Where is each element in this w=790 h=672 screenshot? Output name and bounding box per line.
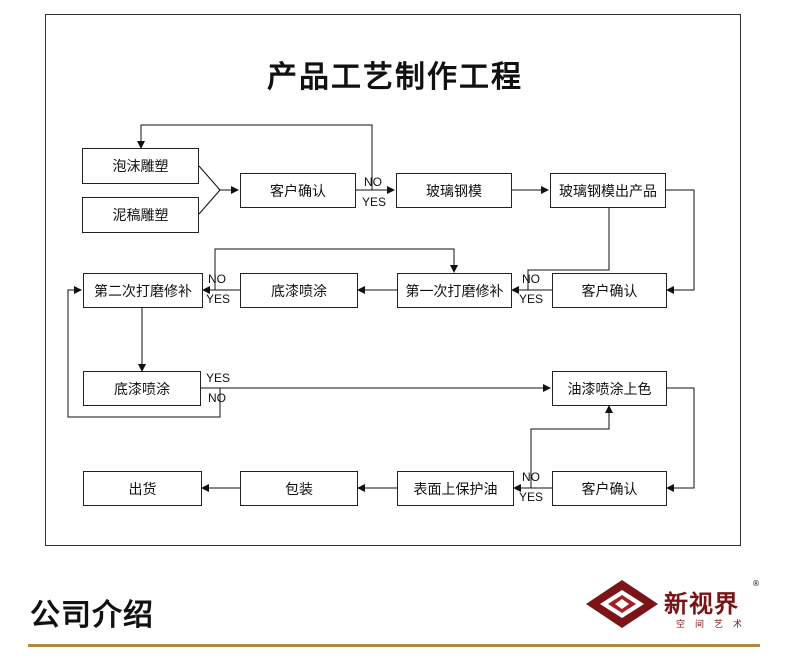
node-frp-mold: 玻璃钢模 xyxy=(396,173,512,208)
label-yes-confirm2: YES xyxy=(519,292,544,306)
label-no-primer2: NO xyxy=(208,391,226,405)
edge-sand2-no xyxy=(214,248,458,290)
node-paint-coloring: 油漆喷涂上色 xyxy=(552,371,667,406)
node-foam-sculpture: 泡沫雕塑 xyxy=(82,148,199,184)
node-shipping: 出货 xyxy=(83,471,202,506)
diagram-frame xyxy=(45,14,741,546)
node-primer-spray-1: 底漆喷涂 xyxy=(240,273,358,308)
node-first-sanding: 第一次打磨修补 xyxy=(397,273,512,308)
edge-product-confirm2 xyxy=(666,189,695,294)
node-client-confirm-3: 客户确认 xyxy=(552,471,667,506)
edge-primer2-no xyxy=(67,286,221,418)
logo-emblem-icon xyxy=(586,580,658,628)
label-no-confirm1: NO xyxy=(364,175,382,189)
node-frp-product: 玻璃钢模出产品 xyxy=(550,173,666,208)
edge-clay-confirm1 xyxy=(198,189,221,215)
label-no-confirm3: NO xyxy=(522,470,540,484)
label-yes-sand2: YES xyxy=(206,292,231,306)
logo-name: 新视界 xyxy=(664,590,739,618)
node-packaging: 包装 xyxy=(240,471,358,506)
edge-paint-confirm3 xyxy=(666,387,695,492)
edge-foam-confirm1 xyxy=(198,165,221,191)
node-clay-sculpture: 泥稿雕塑 xyxy=(82,197,199,233)
node-client-confirm-1: 客户确认 xyxy=(240,173,356,208)
section-title: 公司介绍 xyxy=(30,598,154,633)
node-client-confirm-2: 客户确认 xyxy=(552,273,667,308)
diagram-title: 产品工艺制作工程 xyxy=(267,60,523,95)
registered-mark: ® xyxy=(752,579,760,588)
label-yes-confirm1: YES xyxy=(362,195,387,209)
label-no-sand2: NO xyxy=(208,272,226,286)
label-yes-primer2: YES xyxy=(206,371,231,385)
brand-logo xyxy=(586,580,658,628)
label-yes-confirm3: YES xyxy=(519,490,544,504)
node-second-sanding: 第二次打磨修补 xyxy=(83,273,203,308)
section-divider xyxy=(28,644,760,647)
node-primer-spray-2: 底漆喷涂 xyxy=(83,371,201,406)
node-protective-oil: 表面上保护油 xyxy=(397,471,514,506)
logo-subtitle: 空间艺术 xyxy=(676,620,753,630)
label-no-confirm2: NO xyxy=(522,272,540,286)
